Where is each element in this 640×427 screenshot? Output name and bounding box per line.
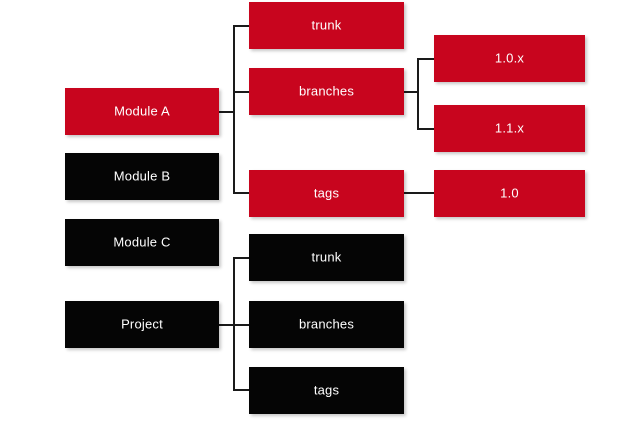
node-a-branches[interactable]: branches <box>249 68 404 115</box>
node-p-tags[interactable]: tags <box>249 367 404 414</box>
connector-project-to-branches <box>233 324 249 326</box>
node-a-trunk[interactable]: trunk <box>249 2 404 49</box>
node-label-module-c: Module C <box>113 234 171 250</box>
connector-module-a-spine <box>233 25 235 194</box>
connector-branches-to-11x <box>417 128 435 130</box>
connector-project-stub <box>219 324 234 326</box>
node-project[interactable]: Project <box>65 301 219 348</box>
node-label-ver-11x: 1.1.x <box>494 120 525 136</box>
connector-module-a-to-branches <box>233 91 249 93</box>
node-ver-11x[interactable]: 1.1.x <box>434 105 585 152</box>
node-label-tag-10: 1.0 <box>500 185 519 201</box>
connector-branches-to-10x <box>417 58 435 60</box>
connector-module-a-to-tags <box>233 192 249 194</box>
node-p-branches[interactable]: branches <box>249 301 404 348</box>
connector-tags-to-10 <box>404 192 435 194</box>
node-label-project: Project <box>121 316 163 332</box>
connector-module-a-stub <box>219 111 234 113</box>
node-label-a-tags: tags <box>313 185 340 201</box>
node-label-a-branches: branches <box>298 83 355 99</box>
connector-module-a-to-trunk <box>233 25 249 27</box>
node-tag-10[interactable]: 1.0 <box>434 170 585 217</box>
node-label-a-trunk: trunk <box>311 17 342 33</box>
node-module-b[interactable]: Module B <box>65 153 219 200</box>
node-label-module-b: Module B <box>113 168 171 184</box>
connector-branches-stub <box>404 91 418 93</box>
node-a-tags[interactable]: tags <box>249 170 404 217</box>
connector-project-to-tags <box>233 389 249 391</box>
node-label-p-branches: branches <box>298 316 355 332</box>
connector-branches-spine <box>417 58 419 129</box>
node-p-trunk[interactable]: trunk <box>249 234 404 281</box>
node-ver-10x[interactable]: 1.0.x <box>434 35 585 82</box>
node-label-p-tags: tags <box>313 382 340 398</box>
node-label-ver-10x: 1.0.x <box>494 50 525 66</box>
node-module-a[interactable]: Module A <box>65 88 219 135</box>
node-module-c[interactable]: Module C <box>65 219 219 266</box>
node-label-module-a: Module A <box>114 103 170 119</box>
connector-project-to-trunk <box>233 257 249 259</box>
node-label-p-trunk: trunk <box>311 249 342 265</box>
